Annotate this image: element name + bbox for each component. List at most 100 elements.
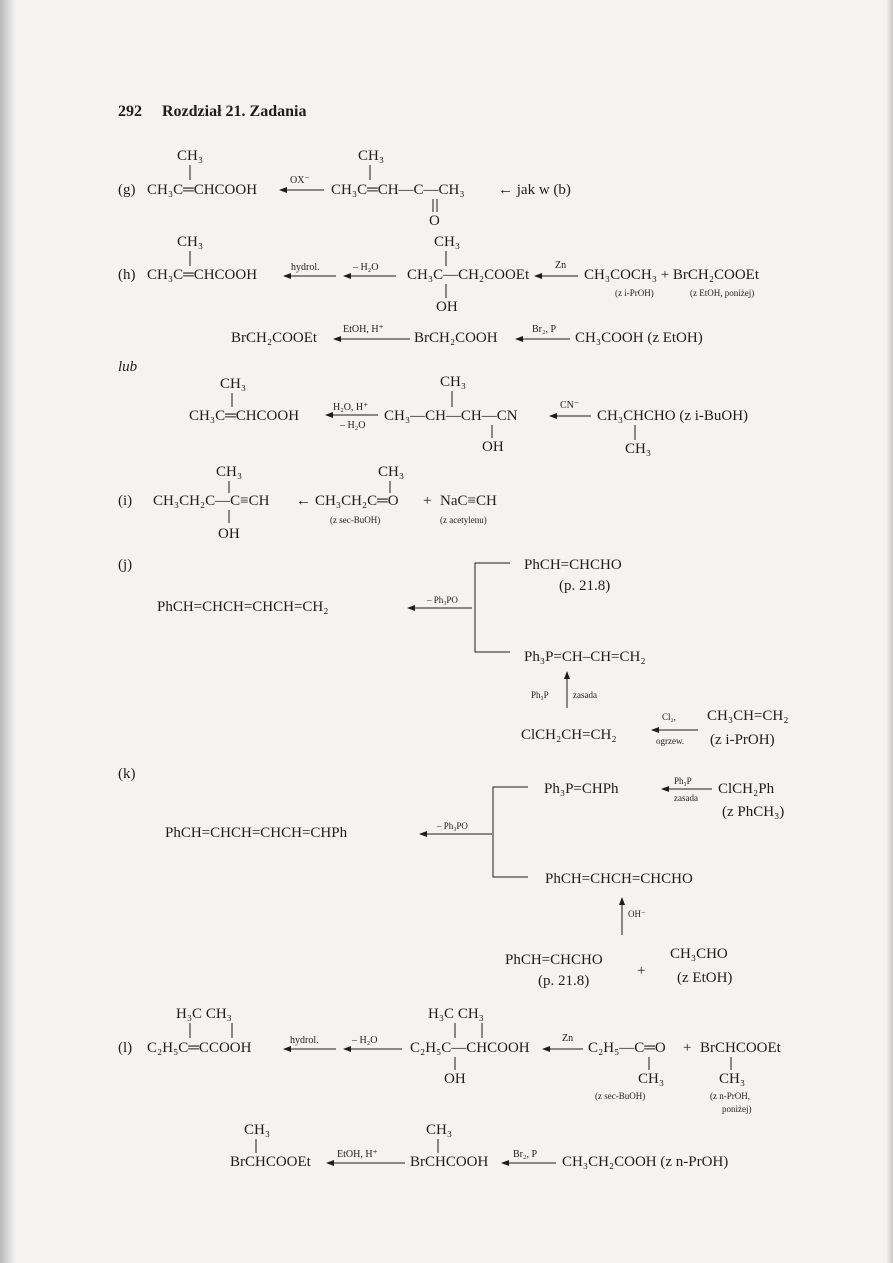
chapter-title: Rozdział 21. Zadania bbox=[162, 103, 307, 120]
lub-int-branch-top: CH₃ bbox=[440, 374, 466, 390]
lub-int-branch-bottom: OH bbox=[482, 439, 504, 455]
l-line2-int: BrCHCOOH bbox=[410, 1154, 489, 1170]
scheme-i: (i) CH₃ CH₃CH₂C—C≡CH OH ← CH₃ CH₃CH₂C═O … bbox=[118, 464, 497, 542]
l-line2-product-branch: CH₃ bbox=[244, 1122, 270, 1138]
l-line2-reagent1: EtOH, H⁺ bbox=[337, 1149, 378, 1160]
scheme-j: (j) PhCH=CHCH=CHCH=CH₂ – Ph₃PO PhCH=CHCH… bbox=[118, 557, 788, 748]
i-product: CH₃CH₂C—C≡CH bbox=[153, 493, 270, 509]
lub-product-branch: CH₃ bbox=[220, 376, 246, 392]
label-lub: lub bbox=[118, 359, 138, 375]
scheme-lub: lub CH₃ CH₃C═CHCOOH H₂O, H⁺ – H₂O CH₃ CH… bbox=[118, 359, 748, 457]
j-up-right: zasada bbox=[573, 690, 597, 700]
page-header: 292 Rozdział 21. Zadania bbox=[118, 103, 306, 121]
h-line2-int: BrCH₂COOH bbox=[414, 330, 498, 346]
l-note3: poniżej) bbox=[722, 1104, 752, 1114]
l-note2: (z n-PrOH, bbox=[710, 1091, 750, 1101]
k-top-reagent-top: Ph₃P bbox=[674, 776, 692, 786]
k-reagent: – Ph₃PO bbox=[436, 821, 468, 831]
i-reactant1: CH₃CH₂C═O bbox=[315, 493, 399, 509]
lub-reagent2: CN⁻ bbox=[560, 400, 579, 411]
l-reactant2: BrCHCOOEt bbox=[700, 1040, 782, 1056]
g-product-branch: CH₃ bbox=[177, 148, 203, 164]
l-line2-start: CH₃CH₂COOH (z n-PrOH) bbox=[562, 1154, 728, 1170]
h-line2-product: BrCH₂COOEt bbox=[231, 330, 318, 346]
label-h: (h) bbox=[118, 267, 136, 283]
h-reactants: CH₃COCH₃ + BrCH₂COOEt bbox=[584, 267, 760, 283]
h-reagent3: Zn bbox=[555, 260, 566, 271]
lub-reagent-top: H₂O, H⁺ bbox=[333, 402, 368, 413]
h-note1: (z i-PrOH) bbox=[615, 288, 654, 298]
lub-reagent-bottom: – H₂O bbox=[339, 420, 365, 431]
i-reactant2: NaC≡CH bbox=[440, 493, 497, 509]
h-line2-start: CH₃COOH (z EtOH) bbox=[575, 330, 703, 346]
h-int-branch-top: CH₃ bbox=[434, 234, 460, 250]
j-top: PhCH=CHCHO bbox=[524, 557, 622, 573]
g-substrate: CH₃C═CH—C—CH₃ bbox=[331, 182, 465, 198]
g-reagent: OX⁻ bbox=[290, 175, 310, 186]
g-oxo: O bbox=[429, 213, 440, 229]
lub-intermediate: CH₃—CH—CH—CN bbox=[384, 408, 518, 424]
j-start-reagent-top: Cl₂, bbox=[662, 712, 676, 722]
k-reactant1: PhCH=CHCHO bbox=[505, 952, 603, 968]
k-top: Ph₃P=CHPh bbox=[544, 781, 619, 797]
j-bracket bbox=[474, 562, 510, 653]
i-note2: (z acetylenu) bbox=[440, 515, 487, 525]
k-up-reagent: OH⁻ bbox=[628, 909, 646, 919]
i-reactant1-branch: CH₃ bbox=[378, 464, 404, 480]
l-product: C₂H₅C═CCOOH bbox=[147, 1040, 252, 1056]
l-reactant1-branch: CH₃ bbox=[638, 1071, 664, 1087]
scheme-h: (h) CH₃ CH₃C═CHCOOH hydrol. – H₂O CH₃ CH… bbox=[118, 234, 760, 346]
k-product: PhCH=CHCH=CHCH=CHPh bbox=[165, 825, 348, 841]
scheme-l: (l) H₃C CH₃ C₂H₅C═CCOOH hydrol. – H₂O H₃… bbox=[118, 1006, 782, 1170]
l-intermediate: C₂H₅C—CHCOOH bbox=[410, 1040, 530, 1056]
page-number: 292 bbox=[118, 103, 142, 120]
j-source: CH₃CH=CH₂ bbox=[707, 708, 788, 724]
g-substrate-branch: CH₃ bbox=[358, 148, 384, 164]
h-product: CH₃C═CHCOOH bbox=[147, 267, 257, 283]
l-line2-product: BrCHCOOEt bbox=[230, 1154, 312, 1170]
lub-start: CH₃CHCHO (z i-BuOH) bbox=[597, 408, 748, 424]
k-top-source-note: (z PhCH₃) bbox=[722, 804, 784, 820]
g-note: ← jak w (b) bbox=[498, 182, 571, 198]
k-top-reagent-bottom: zasada bbox=[674, 793, 698, 803]
j-top-ref: (p. 21.8) bbox=[559, 578, 610, 594]
j-up-left: Ph₃P bbox=[531, 690, 549, 700]
page-shadow-left bbox=[0, 0, 16, 1263]
h-note2: (z EtOH, poniżej) bbox=[690, 288, 754, 298]
h-int-branch-bottom: OH bbox=[436, 299, 458, 315]
j-start: ClCH₂CH=CH₂ bbox=[521, 727, 617, 743]
lub-start-branch: CH₃ bbox=[625, 441, 651, 457]
i-note1: (z sec-BuOH) bbox=[330, 515, 380, 525]
page-shadow-right bbox=[886, 0, 893, 1263]
k-plus: + bbox=[637, 963, 645, 979]
k-top-source: ClCH₂Ph bbox=[718, 781, 775, 797]
label-j: (j) bbox=[118, 557, 132, 573]
label-i: (i) bbox=[118, 493, 132, 509]
l-product-branch: H₃C CH₃ bbox=[176, 1006, 232, 1022]
lub-product: CH₃C═CHCOOH bbox=[189, 408, 299, 424]
g-product: CH₃C═CHCOOH bbox=[147, 182, 257, 198]
l-line2-int-branch: CH₃ bbox=[426, 1122, 452, 1138]
i-plus: + bbox=[423, 493, 431, 509]
l-int-branch-bottom: OH bbox=[444, 1071, 466, 1087]
l-reagent3: Zn bbox=[562, 1033, 573, 1044]
k-reactant1-ref: (p. 21.8) bbox=[538, 973, 589, 989]
h-product-branch: CH₃ bbox=[177, 234, 203, 250]
h-line2-reagent1: EtOH, H⁺ bbox=[343, 324, 384, 335]
k-reactant2: CH₃CHO bbox=[670, 946, 728, 962]
i-product-branch-top: CH₃ bbox=[216, 464, 242, 480]
k-bracket bbox=[492, 786, 528, 878]
k-bottom: PhCH=CHCH=CHCHO bbox=[545, 871, 693, 887]
k-reactant2-note: (z EtOH) bbox=[677, 970, 732, 986]
l-int-branch-top: H₃C CH₃ bbox=[428, 1006, 484, 1022]
i-product-branch-bottom: OH bbox=[218, 526, 240, 542]
l-reagent1: hydrol. bbox=[290, 1035, 319, 1046]
h-reagent2: – H₂O bbox=[352, 262, 378, 273]
l-reagent2: – H₂O bbox=[351, 1035, 377, 1046]
l-note1: (z sec-BuOH) bbox=[595, 1091, 645, 1101]
l-line2-reagent2: Br₂, P bbox=[513, 1149, 537, 1160]
h-line2-reagent2: Br₂, P bbox=[532, 324, 556, 335]
j-start-reagent-bottom: ogrzew. bbox=[656, 736, 684, 746]
label-k: (k) bbox=[118, 766, 136, 782]
